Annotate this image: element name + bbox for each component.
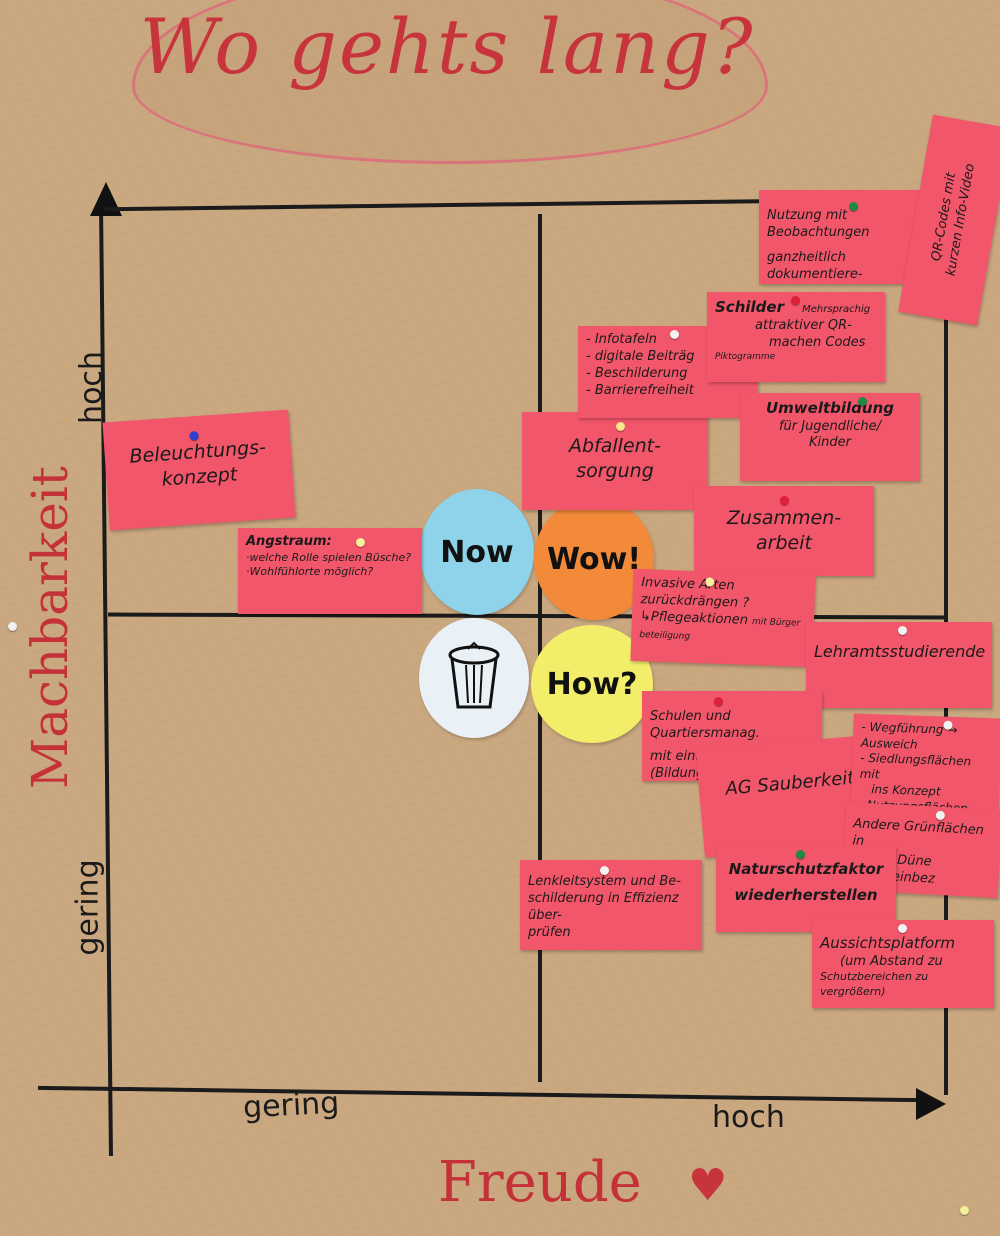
- y-axis: [99, 206, 113, 1156]
- pin-icon: [791, 296, 800, 305]
- note-angstraum-line-3: ·Wohlfühlorte möglich?: [246, 565, 374, 579]
- note-abfall-line-2: sorgung: [576, 459, 654, 482]
- y-axis-label: Machbarkeit: [21, 466, 79, 789]
- note-umweltbildung: Umweltbildung für Jugendliche/ Kinder: [740, 393, 920, 481]
- pin-icon: [616, 422, 625, 431]
- note-angstraum-line-2: ·welche Rolle spielen Büsche?: [246, 550, 412, 564]
- note-umweltbildung-line-3: Kinder: [809, 435, 851, 451]
- note-nutzung-line-1: Nutzung mit Beobachtungen: [767, 208, 870, 240]
- note-zusammenarbeit-line-2: arbeit: [756, 531, 812, 554]
- pin-icon: [858, 397, 867, 406]
- note-qr-codes-text: QR-Codes mit kurzen Info-Video: [919, 117, 987, 320]
- note-lenkleit-line-3: prüfen: [528, 924, 571, 940]
- pin-icon: [356, 538, 365, 547]
- now-circle: Now: [420, 489, 534, 615]
- note-naturschutz: Naturschutzfaktor wiederherstellen: [716, 846, 896, 932]
- note-schilder-line-3: machen Codes: [769, 334, 866, 350]
- note-abfall: Abfallent- sorgung: [522, 412, 708, 510]
- pin-icon: [670, 330, 679, 339]
- note-aussicht-line-1: Aussichtsplatform: [820, 934, 956, 952]
- note-abfall-line-1: Abfallent-: [569, 435, 661, 457]
- center-vertical-line: [538, 214, 542, 1082]
- note-angstraum-line-1: Angstraum:: [246, 534, 332, 549]
- note-infotafeln-line-1: - Infotafeln: [586, 332, 657, 347]
- note-zusammenarbeit-line-1: Zusammen-: [726, 507, 842, 529]
- heart-icon: ♥: [688, 1160, 728, 1211]
- note-lenkleit: Lenkleitsystem und Be- schilderung in Ef…: [520, 860, 702, 950]
- note-infotafeln-line-3: - Beschilderung: [586, 365, 688, 381]
- note-schulen-line-1: Schulen und Quartiersmanag.: [650, 709, 760, 741]
- note-aussicht-line-3: Schutzbereichen zu vergrößern): [820, 970, 929, 998]
- pin-icon: [8, 622, 17, 631]
- note-lehramt: Lehramtsstudierende: [806, 622, 992, 708]
- note-wegfuehrung-line-2: - Siedlungsflächen mit: [859, 750, 972, 782]
- center-horizontal-line: [107, 612, 947, 620]
- note-aussicht: Aussichtsplatform (um Abstand zu Schutzb…: [812, 920, 994, 1008]
- note-schilder-mehrsprachig: Mehrsprachig: [802, 304, 871, 315]
- note-lehramt-line-1: Lehramtsstudierende: [814, 642, 986, 661]
- x-high-label: hoch: [712, 1100, 785, 1135]
- x-axis: [38, 1085, 924, 1103]
- pin-icon: [935, 810, 946, 821]
- note-zusammenarbeit: Zusammen- arbeit: [694, 486, 874, 576]
- y-low-label: gering: [70, 859, 106, 956]
- pin-icon: [796, 850, 805, 859]
- pin-icon: [714, 697, 723, 706]
- wow-label: Wow!: [546, 541, 642, 577]
- title-cloud: [132, 0, 768, 164]
- note-aussicht-line-2: (um Abstand zu: [840, 953, 943, 969]
- note-angstraum: Angstraum: ·welche Rolle spielen Büsche?…: [238, 528, 422, 614]
- pin-icon: [898, 924, 907, 933]
- board-title: Wo gehts lang?: [139, 2, 755, 91]
- pin-icon: [600, 866, 609, 875]
- note-beleuchtung: Beleuchtungs- konzept: [102, 409, 296, 531]
- note-qr-codes: QR-Codes mit kurzen Info-Video: [898, 114, 1000, 326]
- now-label: Now: [440, 534, 514, 570]
- x-axis-label: Freude: [438, 1150, 642, 1215]
- pin-icon: [960, 1206, 969, 1215]
- note-lenkleit-line-1: Lenkleitsystem und Be-: [528, 874, 681, 889]
- note-schilder-line-4: Piktogramme: [715, 351, 776, 362]
- note-schilder: Schilder Mehrsprachig attraktiver QR- ma…: [707, 292, 885, 382]
- how-label: How?: [546, 666, 638, 702]
- note-invasive: Invasive Arten zurückdrängen ? ↳Pflegeak…: [630, 568, 816, 668]
- trash-bin-icon: [448, 641, 500, 709]
- note-invasive-pflege: ↳Pflegeaktionen: [639, 608, 749, 628]
- note-lenkleit-line-2: schilderung in Effizienz über-: [528, 890, 679, 923]
- note-wegfuehrung-line-1: - Wegführung → Ausweich: [860, 719, 958, 752]
- pin-icon: [898, 626, 907, 635]
- note-nutzung-line-2: ganzheitlich dokumentiere-: [767, 249, 863, 282]
- note-ag-sauberkeit-line-1: AG Sauberkeit: [724, 767, 856, 800]
- note-umweltbildung-line-1: Umweltbildung: [765, 399, 894, 417]
- note-infotafeln-line-2: - digitale Beiträg: [586, 348, 695, 364]
- note-umweltbildung-line-2: für Jugendliche/: [778, 418, 882, 434]
- note-invasive-line-3: ↳Pflegeaktionen mit Bürger beteiligung: [639, 609, 806, 649]
- pin-icon: [849, 202, 858, 211]
- trash-circle: [419, 618, 529, 738]
- pin-icon: [780, 496, 789, 505]
- note-schilder-heading: Schilder: [715, 298, 784, 316]
- y-high-label: hoch: [73, 351, 109, 424]
- note-naturschutz-line-2: wiederherstellen: [734, 885, 878, 904]
- note-schilder-line-1: Schilder Mehrsprachig: [715, 298, 877, 318]
- x-low-label: gering: [242, 1085, 341, 1126]
- x-axis-arrow: [916, 1088, 946, 1120]
- note-schilder-line-2: attraktiver QR-: [755, 317, 852, 333]
- note-naturschutz-line-1: Naturschutzfaktor: [728, 860, 884, 878]
- note-infotafeln-line-4: - Barrierefreiheit: [586, 382, 694, 398]
